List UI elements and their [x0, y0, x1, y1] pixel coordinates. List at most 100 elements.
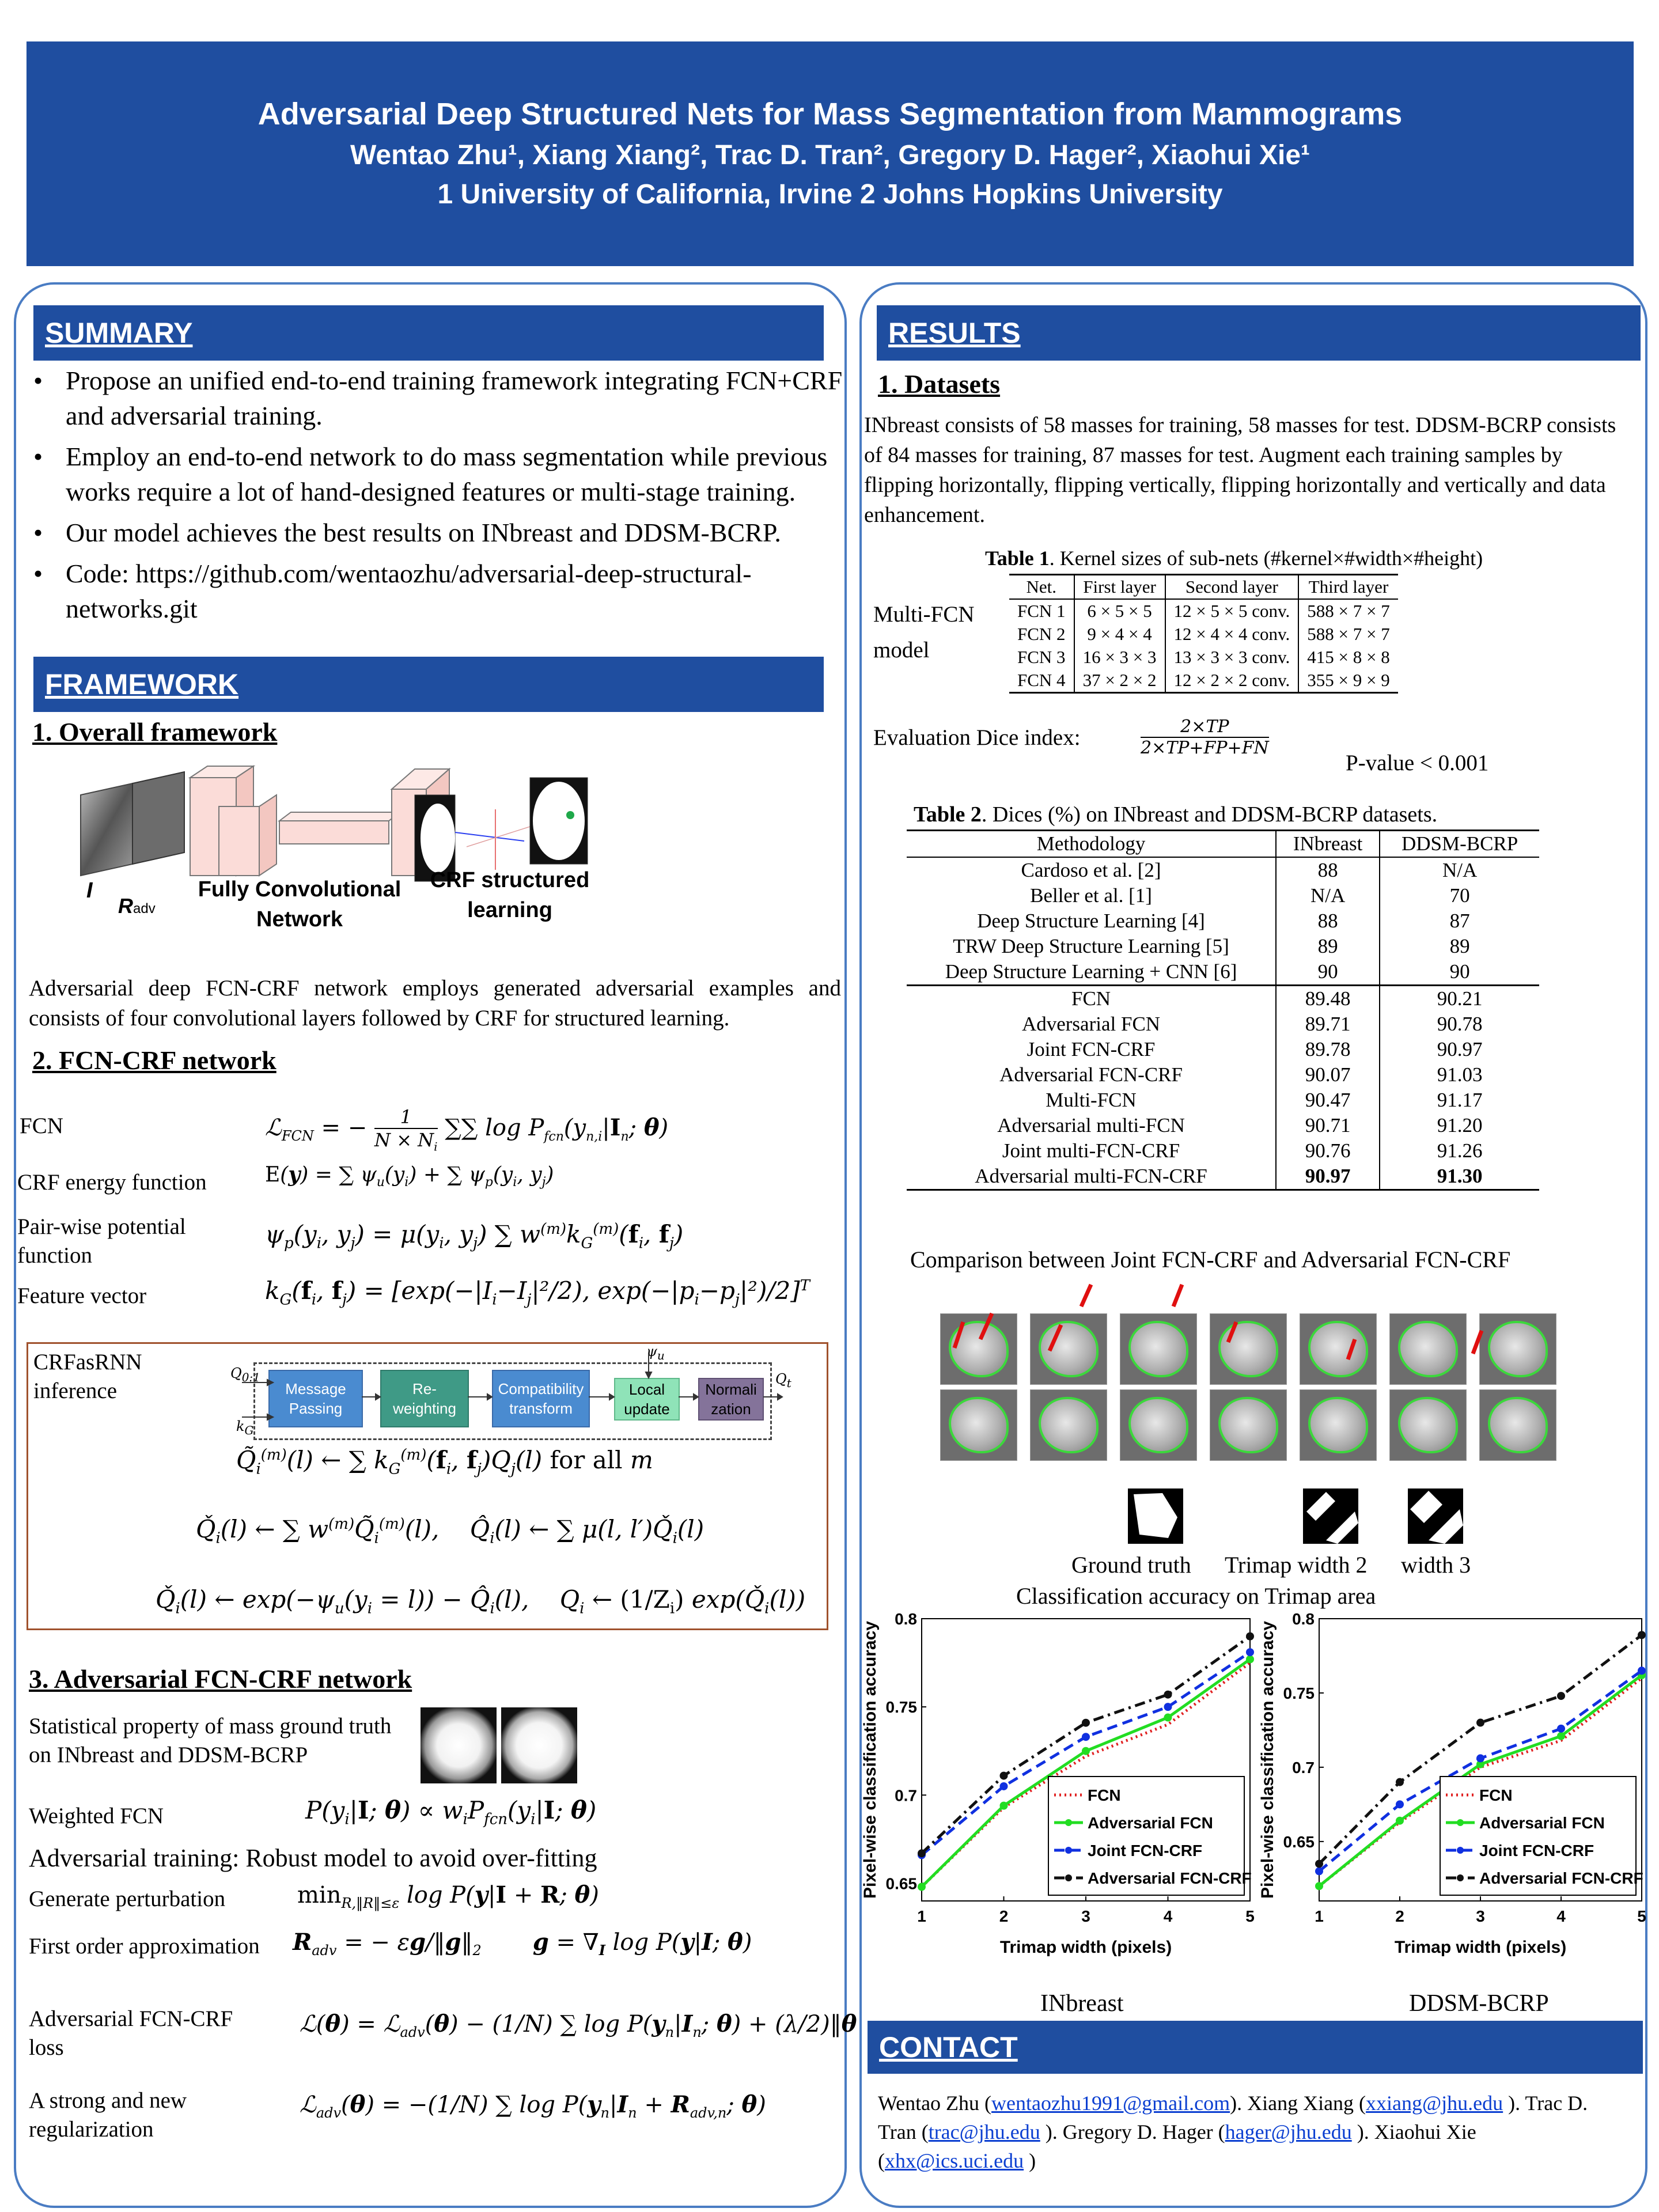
table-cell: 90.76 [1276, 1138, 1381, 1164]
data-point [1638, 1666, 1646, 1675]
table-cell: Adversarial multi-FCN [907, 1113, 1277, 1138]
data-point [1476, 1718, 1484, 1727]
table-cell: 90.97 [1437, 1038, 1483, 1060]
crf-eq-2: Q̌i(l) ← ∑ w(m)Q̃i(m)(l), Q̂i(l) ← ∑ μ(l… [196, 1515, 704, 1547]
table-cell: 91.17 [1437, 1089, 1483, 1111]
poster-header: Adversarial Deep Structured Nets for Mas… [26, 41, 1634, 266]
eq-first-order: Radv = − εg/‖g‖2 g = ∇I log P(y|I; θ) [293, 1929, 752, 1959]
table-cell: Adversarial FCN [907, 1012, 1277, 1037]
table-cell: Adversarial FCN-CRF [907, 1062, 1277, 1088]
x-tick-label: 3 [1081, 1907, 1090, 1925]
y-tick-label: 0.8 [1292, 1610, 1315, 1628]
eq-strong-reg: ℒadv(θ) = −(1/N) ∑ log P(yn|In + Radv,n;… [300, 2091, 766, 2121]
table-cell: 12 × 4 × 4 conv. [1165, 623, 1300, 646]
legend-marker [1065, 1819, 1072, 1826]
framework-description: Adversarial deep FCN-CRF network employs… [29, 976, 841, 1031]
table-cell: 89.78 [1276, 1037, 1381, 1062]
data-point [999, 1801, 1008, 1810]
summary-bullet: Code: https://github.com/wentaozhu/adver… [29, 556, 847, 626]
comparison-patch [1300, 1313, 1377, 1385]
legend-marker [1457, 1819, 1464, 1826]
email-link-hager[interactable]: hager@jhu.edu [1225, 2120, 1352, 2143]
data-point [1315, 1859, 1323, 1868]
table-cell: 89.71 [1276, 1012, 1381, 1037]
table-cell: FCN 1 [1009, 599, 1075, 623]
table1-caption: Table 1. Kernel sizes of sub-nets (#kern… [985, 547, 1483, 570]
table-cell: 88 [1276, 908, 1381, 934]
data-point [1396, 1800, 1404, 1809]
strong-reg-label: A strong and new regularization [29, 2088, 187, 2142]
table-cell: 588 × 7 × 7 [1307, 624, 1390, 644]
poster-title: Adversarial Deep Structured Nets for Mas… [257, 97, 1403, 131]
x-tick-label: 5 [1245, 1907, 1255, 1925]
data-point [1164, 1703, 1172, 1711]
legend-label: FCN [1088, 1786, 1121, 1804]
crf-output-label: Qt [775, 1371, 791, 1390]
data-point [1315, 1882, 1323, 1891]
x-tick-label: 5 [1637, 1907, 1646, 1925]
table-cell: 90.71 [1276, 1113, 1381, 1138]
datasets-text: INbreast consists of 58 masses for train… [864, 413, 1616, 527]
table-cell: 90.97 [1276, 1164, 1381, 1190]
first-order-label: First order approximation [29, 1934, 260, 1959]
table-cell: 91.03 [1437, 1063, 1483, 1086]
data-point [1164, 1713, 1172, 1722]
table-cell: Adversarial multi-FCN-CRF [907, 1164, 1277, 1190]
label-i: I [86, 878, 93, 903]
gt-mean-image-inbreast [421, 1707, 497, 1783]
email-link-tran[interactable]: trac@jhu.edu [928, 2120, 1040, 2143]
crf-eq-3: Q̌i(l) ← exp(−ψu(yi = l)) − Q̂i(l), Qi ←… [156, 1585, 806, 1618]
table-cell: Cardoso et al. [2] [907, 857, 1277, 883]
table-cell: 415 × 8 × 8 [1307, 647, 1390, 667]
chart-name-inbreast: INbreast [1040, 1990, 1124, 2017]
table-cell: Beller et al. [1] [907, 883, 1277, 908]
y-tick-label: 0.75 [886, 1698, 918, 1716]
y-tick-label: 0.75 [1283, 1684, 1315, 1702]
email-link-xiang[interactable]: xxiang@jhu.edu [1366, 2092, 1503, 2115]
error-arrows [952, 1283, 1484, 1361]
table-cell: 9 × 4 × 4 [1074, 623, 1166, 646]
kernel-size-table: Net. First layer Second layer Third laye… [1009, 574, 1398, 694]
trimap-label-w2: Trimap width 2 [1225, 1552, 1368, 1578]
table-cell: 12 × 5 × 5 conv. [1165, 599, 1300, 623]
table-cell: Deep Structure Learning + CNN [6] [907, 959, 1277, 986]
fcn-layer-3 [279, 820, 389, 844]
ground-truth-image [1128, 1488, 1183, 1544]
table-cell: 70 [1449, 884, 1470, 907]
table-cell: 89 [1276, 934, 1381, 959]
stat-property-text: Statistical property of mass ground trut… [29, 1714, 392, 1767]
comparison-patch [1389, 1313, 1467, 1385]
table-cell: 90 [1276, 959, 1381, 986]
table-cell: 90.21 [1437, 987, 1483, 1010]
summary-bullet: Our model achieves the best results on I… [29, 515, 847, 550]
data-point [1315, 1867, 1323, 1876]
table1-col-header: Third layer [1308, 577, 1389, 597]
message-passing-box: Message Passing [268, 1370, 363, 1427]
contact-heading: CONTACT [868, 2021, 1643, 2074]
y-tick-label: 0.7 [895, 1786, 917, 1804]
data-point [1476, 1760, 1484, 1768]
crf-flow-frame [253, 1362, 772, 1440]
eq-label-feature: Feature vector [17, 1283, 147, 1308]
table-cell: 355 × 9 × 9 [1307, 670, 1390, 690]
email-link-zhu[interactable]: wentaozhu1991@gmail.com [991, 2092, 1230, 2115]
overall-framework-heading: 1. Overall framework [32, 717, 278, 747]
comparison-patch [1300, 1389, 1377, 1461]
y-tick-label: 0.65 [1283, 1833, 1315, 1851]
data-point [1082, 1733, 1090, 1741]
x-tick-label: 4 [1556, 1907, 1566, 1925]
email-link-xie[interactable]: xhx@ics.uci.edu [885, 2149, 1024, 2172]
x-tick-label: 1 [917, 1907, 926, 1925]
data-point [918, 1883, 926, 1891]
adversarial-training-text: Adversarial training: Robust model to av… [29, 1844, 597, 1872]
table2-caption: Table 2. Dices (%) on INbreast and DDSM-… [914, 802, 1438, 827]
crf-flow-arrows [242, 1354, 783, 1421]
trimap-width3-image [1408, 1488, 1463, 1544]
legend-label: Adversarial FCN-CRF [1088, 1869, 1252, 1887]
x-tick-label: 2 [1395, 1907, 1404, 1925]
